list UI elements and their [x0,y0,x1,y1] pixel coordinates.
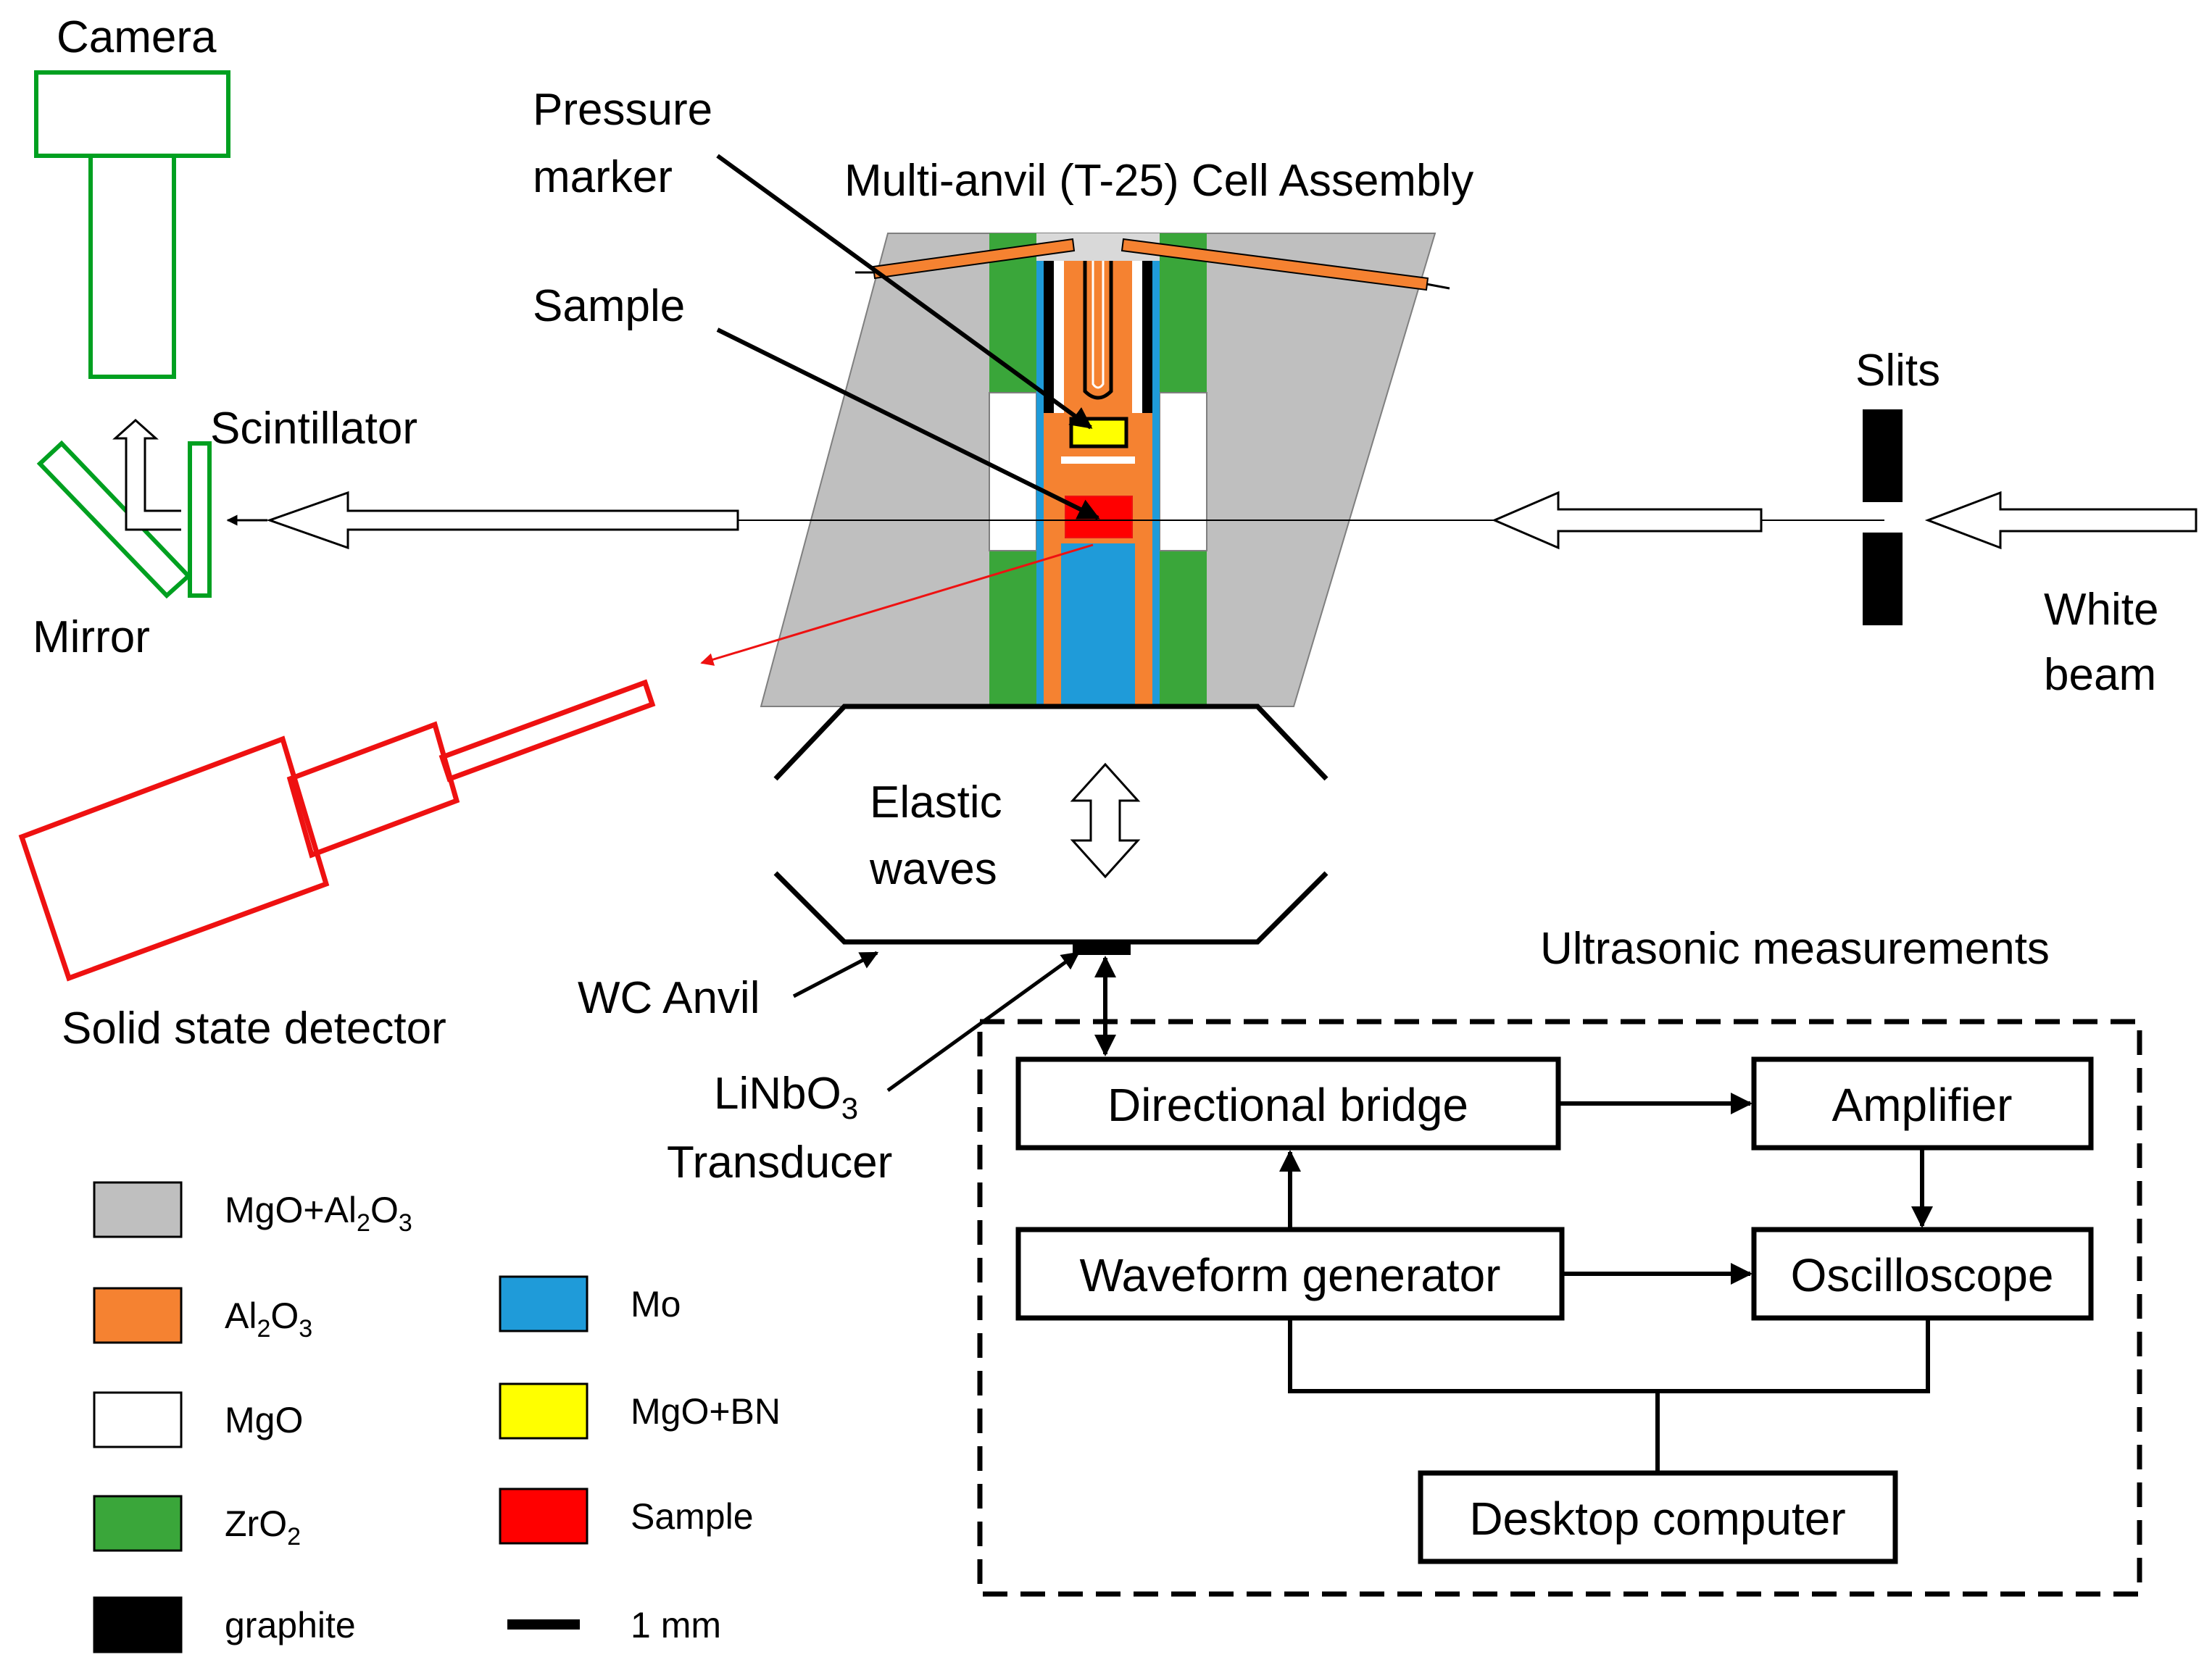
amplifier-box: Amplifier [1751,1056,2094,1151]
white-beam-label-2: beam [2044,650,2156,700]
legend-label-1: Al2O3 [225,1296,312,1343]
legend-label-0: MgO+Al2O3 [225,1190,412,1237]
camera-label: Camera [57,12,217,62]
legend-label-3: ZrO2 [225,1503,301,1551]
slits [1863,409,1903,625]
diffracted-beam [700,543,1094,666]
directional-bridge-box: Directional bridge [1015,1056,1561,1151]
elastic-waves-label-1: Elastic [870,777,1002,827]
elastic-waves-label-2: waves [869,844,997,894]
ultrasonic-frame [977,1019,2142,1597]
legend-label-6: MgO+BN [631,1391,781,1432]
mirror-label: Mirror [33,612,150,662]
pressure-marker-label-1: Pressure [533,85,712,135]
oscilloscope-label: Oscilloscope [1791,1249,2054,1301]
transducer-label-2: Transducer [667,1138,892,1188]
beam-arrow-mid [1492,491,1763,550]
transducer-label-1: LiNbO3 [714,1069,858,1125]
scintillator-label: Scintillator [210,404,417,454]
sample-label: Sample [533,281,685,331]
legend-label-2: MgO [225,1400,303,1440]
legend-label-7: Sample [631,1496,754,1537]
amplifier-label: Amplifier [1832,1079,2013,1131]
legend-swatch-4 [93,1596,183,1653]
desktop-computer-label: Desktop computer [1469,1493,1845,1545]
slits-label: Slits [1855,346,1940,396]
white-beam-label-1: White [2044,585,2158,635]
cell-assembly [760,233,1450,707]
camera [34,70,230,379]
legend-swatch-3 [93,1495,183,1552]
legend-label-8: 1 mm [631,1605,721,1645]
pressure-marker-label-2: marker [533,152,673,202]
legend-swatch-8 [507,1619,580,1630]
transducer [1073,942,1131,955]
waveform-generator-label: Waveform generator [1080,1249,1501,1301]
wc-anvil [773,704,1329,945]
legend-label-4: graphite [225,1605,356,1645]
waveform-generator-box: Waveform generator [1015,1227,1565,1321]
white-beam-arrow [1924,491,2198,550]
legend-swatch-0 [93,1181,183,1238]
legend-swatch-2 [93,1391,183,1448]
solid-state-detector [18,679,656,982]
transmitted-beam-arrow [266,491,739,550]
oscilloscope-box: Oscilloscope [1751,1227,2094,1321]
cell-assembly-label: Multi-anvil (T-25) Cell Assembly [844,156,1473,206]
scintillator [188,441,212,598]
directional-bridge-label: Directional bridge [1107,1079,1468,1131]
ultrasonic-label: Ultrasonic measurements [1540,924,2050,974]
legend-swatch-7 [499,1488,589,1545]
legend-swatch-5 [499,1275,589,1332]
light-path-arrow [112,418,181,531]
legend-label-5: Mo [631,1284,681,1324]
legend-swatch-6 [499,1382,589,1440]
wc-anvil-label: WC Anvil [578,973,760,1023]
solid-state-detector-label: Solid state detector [62,1004,446,1054]
legend-swatch-1 [93,1287,183,1344]
desktop-computer-box: Desktop computer [1418,1470,1898,1564]
elastic-waves-arrow [1070,762,1141,879]
